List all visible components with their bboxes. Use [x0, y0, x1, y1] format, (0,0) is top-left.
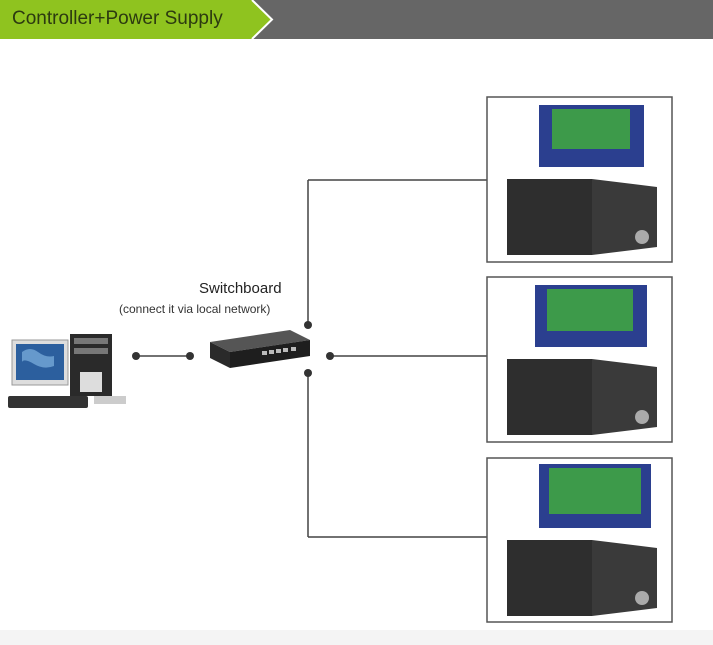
power-cabinet-icon [507, 359, 592, 435]
controller-unit-2 [486, 276, 673, 443]
network-switch-icon [210, 330, 310, 368]
footer-band [0, 630, 713, 645]
connection-dots [132, 321, 334, 377]
header-title: Controller+Power Supply [12, 8, 223, 29]
header-arrow [0, 0, 274, 39]
power-cabinet-icon [507, 179, 592, 255]
controller-units [486, 96, 673, 623]
power-cabinet-icon [507, 540, 592, 616]
controller-unit-1 [486, 96, 673, 263]
connection-lines [136, 179, 487, 538]
switchboard-label: Switchboard [199, 280, 282, 297]
switchboard-note: (connect it via local network) [119, 302, 271, 316]
controller-unit-3 [486, 457, 673, 623]
header-bar: Controller+Power Supply [0, 0, 713, 39]
computer-icon [8, 334, 126, 408]
